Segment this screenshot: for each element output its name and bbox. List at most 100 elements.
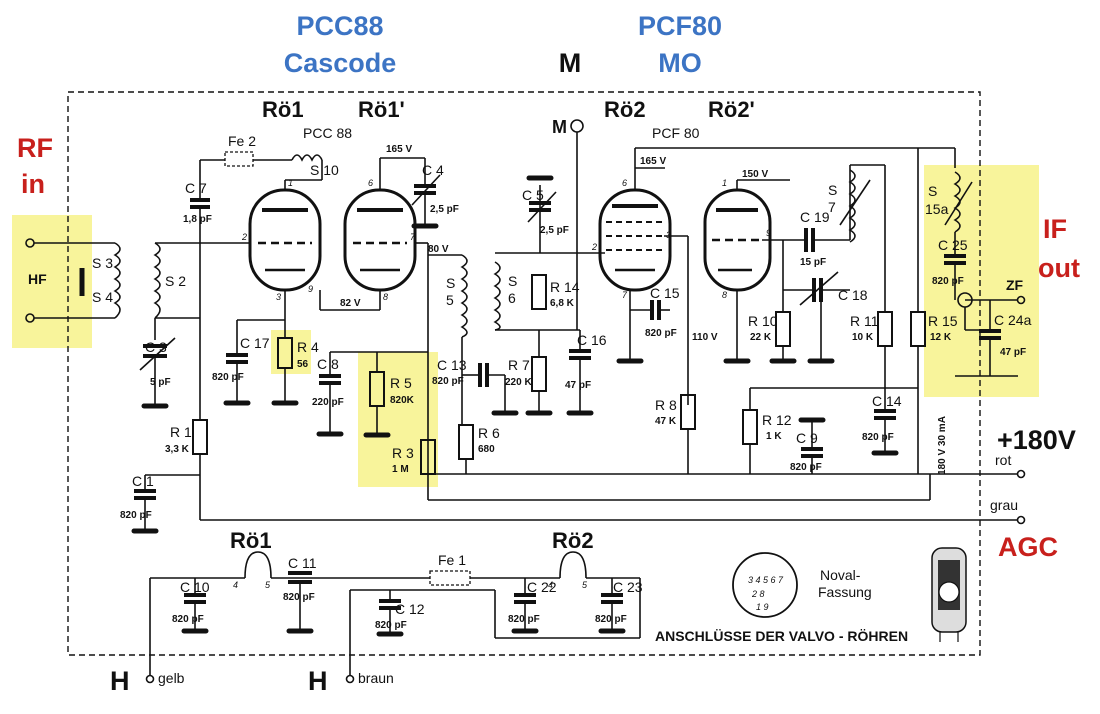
ro1-heater-loop: [244, 551, 272, 579]
zf-label: ZF: [1006, 277, 1024, 293]
s6-number: 6: [508, 290, 516, 306]
r1-resistor: [192, 419, 208, 455]
svg-text:2: 2: [241, 232, 247, 242]
svg-text:5: 5: [582, 580, 588, 590]
r7-value: 220 K: [505, 377, 532, 388]
s7-label: S: [828, 182, 837, 198]
c24a-value: 47 pF: [1000, 347, 1026, 358]
r3-label: R 3: [392, 445, 414, 461]
r6-resistor: [458, 424, 474, 460]
chassis-outline: [67, 91, 981, 656]
s5-coil: [460, 254, 468, 338]
svg-text:4: 4: [548, 580, 553, 590]
r14-value: 6,8 K: [550, 298, 575, 309]
svg-text:3 4 5 6 7: 3 4 5 6 7: [748, 575, 784, 585]
v110-label: 110 V: [692, 332, 718, 343]
c9-value: 820 pF: [790, 462, 822, 473]
svg-text:3: 3: [276, 292, 281, 302]
pcf80-annotation: PCF80: [638, 11, 722, 41]
c13-value: 820 pF: [432, 376, 464, 387]
svg-text:7: 7: [622, 290, 628, 300]
if-annotation: IF: [1043, 214, 1067, 244]
r15-resistor: [910, 311, 926, 347]
c4-label: C 4: [422, 162, 444, 178]
c12-label: C 12: [395, 601, 425, 617]
ro2-label: Rö2: [604, 97, 646, 122]
c5-label: C 5: [522, 187, 544, 203]
svg-text:1 9: 1 9: [756, 602, 769, 612]
c10-value: 820 pF: [172, 614, 204, 625]
c7-label: C 7: [185, 180, 207, 196]
r15-value: 12 K: [930, 332, 952, 343]
r12-value: 1 K: [766, 431, 782, 442]
svg-text:3: 3: [666, 230, 671, 240]
c8-value: 220 pF: [312, 397, 344, 408]
c1-label: C 1: [132, 473, 154, 489]
c25-label: C 25: [938, 237, 968, 253]
agc-terminal: [1016, 515, 1026, 525]
s2-coil: [153, 242, 161, 319]
svg-text:7: 7: [410, 232, 416, 242]
fe2-label: Fe 2: [228, 133, 256, 149]
c18-label: C 18: [838, 287, 868, 303]
noval-line1: Noval-: [820, 567, 861, 583]
tube-ro1-prime: 6 7 8: [343, 178, 417, 302]
r6-value: 680: [478, 444, 495, 455]
valvo-tube-picture: [931, 547, 967, 642]
c10-label: C 10: [180, 579, 210, 595]
heater-ro1-label: Rö1: [230, 528, 272, 553]
grau-label: grau: [990, 497, 1018, 513]
mo-annotation: MO: [658, 48, 702, 78]
svg-text:9: 9: [766, 228, 771, 238]
ro1-prime-label: Rö1': [358, 97, 405, 122]
v180-label: 180 V 30 mA: [937, 416, 948, 475]
ro1-label: Rö1: [262, 97, 304, 122]
cascode-annotation: Cascode: [284, 48, 397, 78]
v82-label: 82 V: [340, 298, 361, 309]
out-annotation: out: [1038, 253, 1080, 283]
svg-text:9: 9: [308, 284, 313, 294]
noval-line2: Fassung: [818, 584, 872, 600]
c17-label: C 17: [240, 335, 270, 351]
supply-annotation: +180V: [997, 425, 1076, 455]
connections-caption: ANSCHLÜSSE DER VALVO - RÖHREN: [655, 628, 908, 644]
c22-value: 820 pF: [508, 614, 540, 625]
heater-left-annotation: H: [110, 666, 130, 696]
r7-label: R 7: [508, 357, 530, 373]
rf-annotation: RF: [17, 133, 53, 163]
s6-coil: [493, 261, 501, 331]
r1-label: R 1: [170, 424, 192, 440]
svg-text:2 8: 2 8: [751, 589, 765, 599]
c1-value: 820 pF: [120, 510, 152, 521]
fe1-label: Fe 1: [438, 552, 466, 568]
s15a-number: 15a: [925, 201, 949, 217]
c5-value: 2,5 pF: [540, 225, 569, 236]
r6-label: R 6: [478, 425, 500, 441]
r12-label: R 12: [762, 412, 792, 428]
heater-right-annotation: H: [308, 666, 328, 696]
m-test-point: [570, 119, 584, 133]
svg-text:1: 1: [288, 178, 293, 188]
svg-text:8: 8: [383, 292, 388, 302]
s2-label: S 2: [165, 273, 186, 289]
supply-terminal: [1016, 469, 1026, 479]
r3-value: 1 M: [392, 464, 409, 475]
gelb-label: gelb: [158, 670, 185, 686]
c3-value: 5 pF: [150, 377, 171, 388]
c15-value: 820 pF: [645, 328, 677, 339]
svg-text:6: 6: [622, 178, 627, 188]
svg-text:5: 5: [265, 580, 271, 590]
c7-value: 1,8 pF: [183, 214, 212, 225]
v165-label-b: 165 V: [640, 156, 666, 167]
braun-label: braun: [358, 670, 394, 686]
s3-label: S 3: [92, 255, 113, 271]
v80-label: 80 V: [428, 244, 449, 255]
ro2-prime-label: Rö2': [708, 97, 755, 122]
if-out-terminal: [1016, 295, 1026, 305]
tube-ro1: 1 2 3 9: [241, 178, 322, 302]
r4-label: R 4: [297, 339, 319, 355]
ro2-heater-loop: [559, 551, 587, 579]
r5-r3-highlight: [358, 352, 438, 487]
heater-chain: Rö1 4 5 Fe 1 Rö2 4 5 braun gelb C 10 820…: [145, 528, 643, 686]
